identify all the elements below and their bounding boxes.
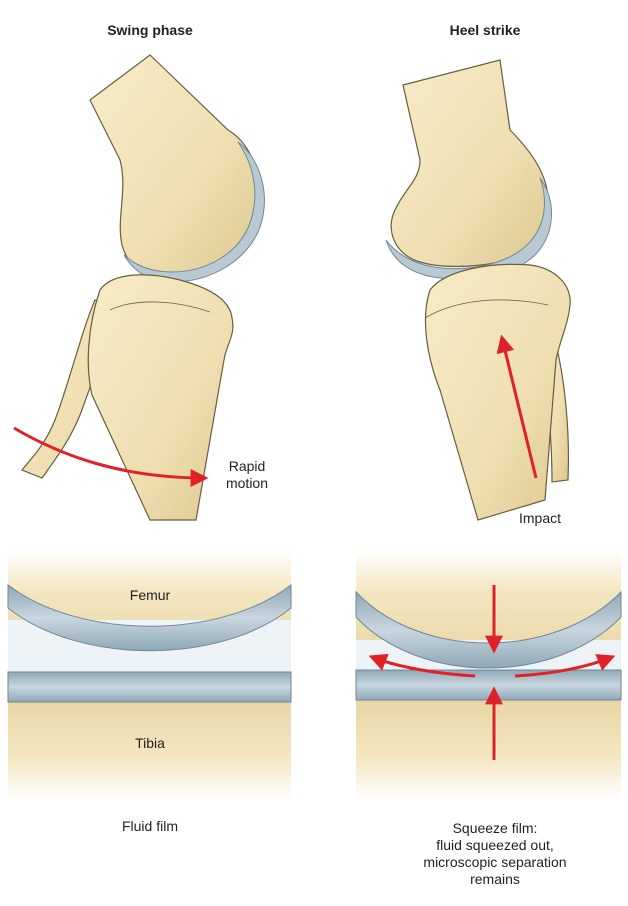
swing-phase-knee	[14, 55, 264, 520]
femur-bone-left	[90, 55, 259, 279]
tibial-cartilage-band-right	[356, 670, 621, 700]
squeeze-line2: fluid squeezed out,	[405, 837, 585, 854]
squeeze-line1: Squeeze film:	[405, 820, 585, 837]
fluid-film-label: Fluid film	[85, 818, 215, 835]
femur-bone-right	[391, 60, 548, 267]
tibia-bone-right	[425, 264, 570, 520]
rapid-label-line2: motion	[212, 475, 282, 492]
squeeze-film-label: Squeeze film: fluid squeezed out, micros…	[405, 820, 585, 888]
heel-strike-knee	[386, 60, 570, 520]
impact-label: Impact	[505, 510, 575, 527]
squeeze-film-panel	[356, 550, 621, 800]
squeeze-line4: remains	[405, 871, 585, 888]
tibial-cartilage-band-left	[8, 672, 291, 702]
rapid-motion-label: Rapid motion	[212, 458, 282, 492]
tibia-label: Tibia	[110, 735, 190, 752]
squeeze-line3: microscopic separation	[405, 854, 585, 871]
femur-label: Femur	[110, 587, 190, 604]
rapid-label-line1: Rapid	[212, 458, 282, 475]
